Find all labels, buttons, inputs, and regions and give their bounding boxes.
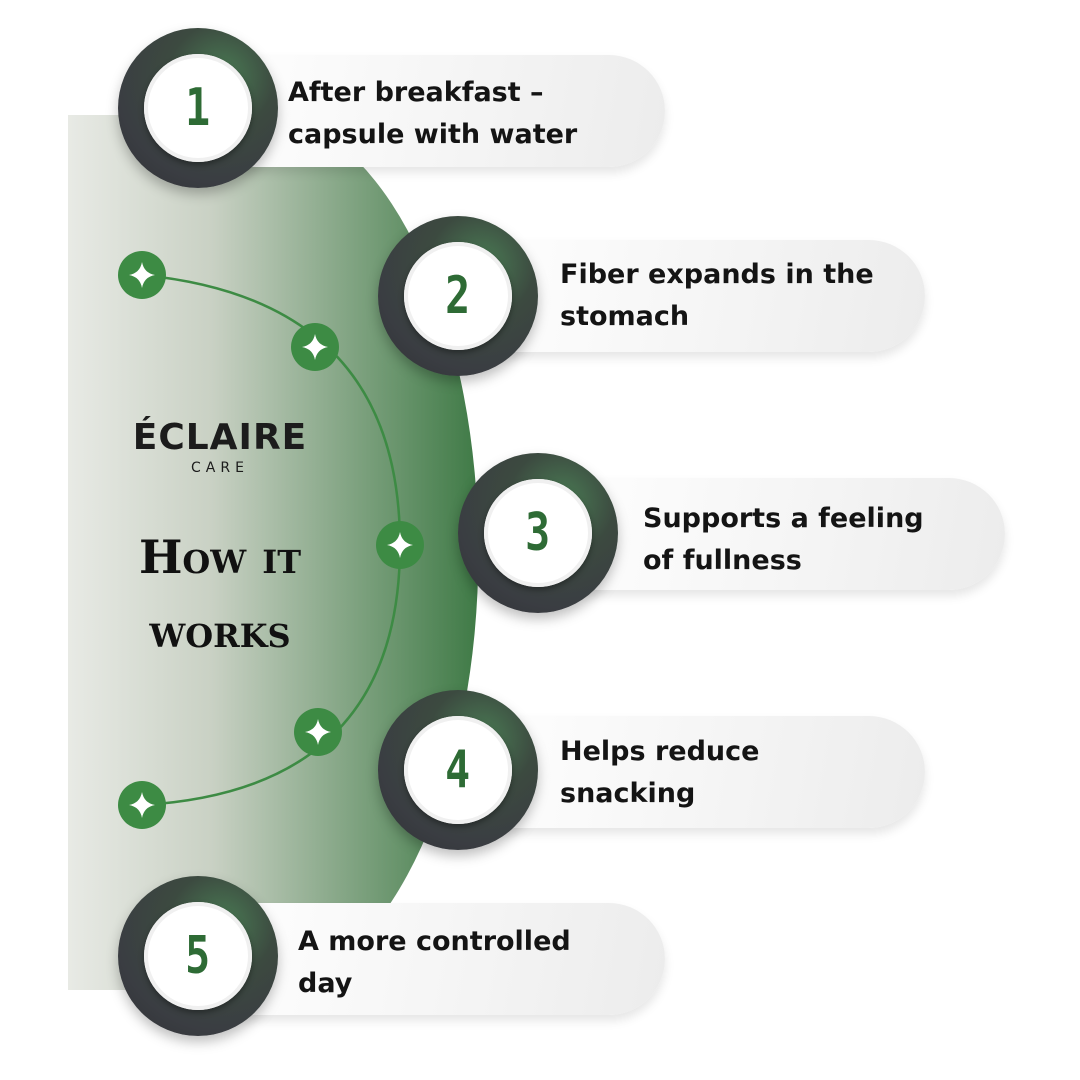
semicircle-shape [68, 115, 479, 990]
step-1-text: After breakfast – capsule with water [288, 72, 577, 156]
step-4-line-2: snacking [560, 778, 696, 809]
sparkle-icon [294, 708, 342, 756]
step-3-text: Supports a feeling of fullness [643, 498, 924, 582]
brand-subtitle: CARE [191, 460, 249, 476]
sparkle-icon [376, 521, 424, 569]
sparkle-icon [118, 781, 166, 829]
step-badge-3: 3 [458, 453, 618, 613]
step-3-line-2: of fullness [643, 545, 802, 576]
step-1-line-2: capsule with water [288, 119, 578, 150]
step-2-text: Fiber expands in the stomach [560, 254, 874, 338]
step-badge-5: 5 [118, 876, 278, 1036]
step-2-line-1: Fiber expands in the [560, 259, 874, 290]
sparkle-icon [291, 323, 339, 371]
brand-logo: ÉCLAIRE CARE [120, 417, 320, 477]
sparkle-icon [118, 251, 166, 299]
step-5-text: A more controlled day [298, 921, 571, 1005]
page-title: How it works [95, 520, 345, 668]
step-number-2: 2 [445, 266, 471, 326]
title-line-1: How it [138, 530, 302, 584]
brand-name: ÉCLAIRE [132, 417, 308, 458]
step-2-line-2: stomach [560, 301, 690, 332]
step-4-text: Helps reduce snacking [560, 731, 759, 815]
step-badge-1: 1 [118, 28, 278, 188]
title-line-2: works [149, 604, 291, 658]
step-4-line-1: Helps reduce [560, 736, 760, 767]
step-badge-2: 2 [378, 216, 538, 376]
step-5-line-1: A more controlled [298, 926, 571, 957]
step-number-1: 1 [185, 78, 211, 138]
step-3-line-1: Supports a feeling [643, 503, 924, 534]
step-5-line-2: day [298, 968, 353, 999]
step-number-3: 3 [525, 503, 551, 563]
step-number-4: 4 [445, 740, 471, 800]
step-number-5: 5 [185, 926, 211, 986]
step-1-line-1: After breakfast – [288, 77, 544, 108]
step-badge-4: 4 [378, 690, 538, 850]
